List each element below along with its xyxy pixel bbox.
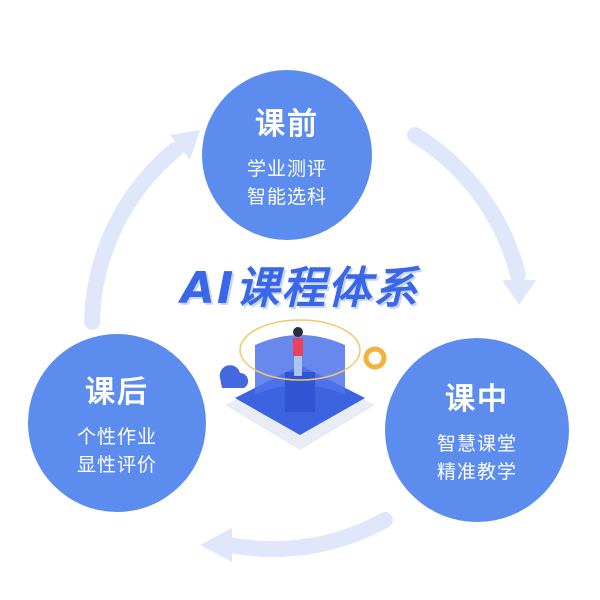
- node-heading: 课中: [445, 382, 509, 417]
- node-line: 学业测评: [246, 158, 327, 180]
- node-line: 显性评价: [76, 454, 157, 476]
- node-after-class: 课后 个性作业 显性评价: [28, 334, 206, 512]
- arrow-bottom: [222, 512, 393, 557]
- node-heading: 课前: [255, 107, 319, 142]
- arrow-top-right: [407, 127, 526, 283]
- node-before-class: 课前 学业测评 智能选科: [202, 70, 372, 240]
- arrowhead-bottom: [200, 528, 232, 562]
- node-line: 智能选科: [246, 186, 327, 208]
- arrow-left: [84, 142, 183, 330]
- arrowhead-right: [502, 280, 536, 305]
- node-line: 个性作业: [76, 426, 157, 448]
- node-heading: 课后: [85, 375, 149, 410]
- node-in-class: 课中 智慧课堂 精准教学: [385, 338, 569, 522]
- node-line: 智慧课堂: [436, 433, 517, 455]
- arrowhead-left: [170, 130, 200, 160]
- node-line: 精准教学: [436, 461, 517, 483]
- diagram-title: AI课程体系: [180, 263, 420, 314]
- platform-illustration: [219, 319, 387, 450]
